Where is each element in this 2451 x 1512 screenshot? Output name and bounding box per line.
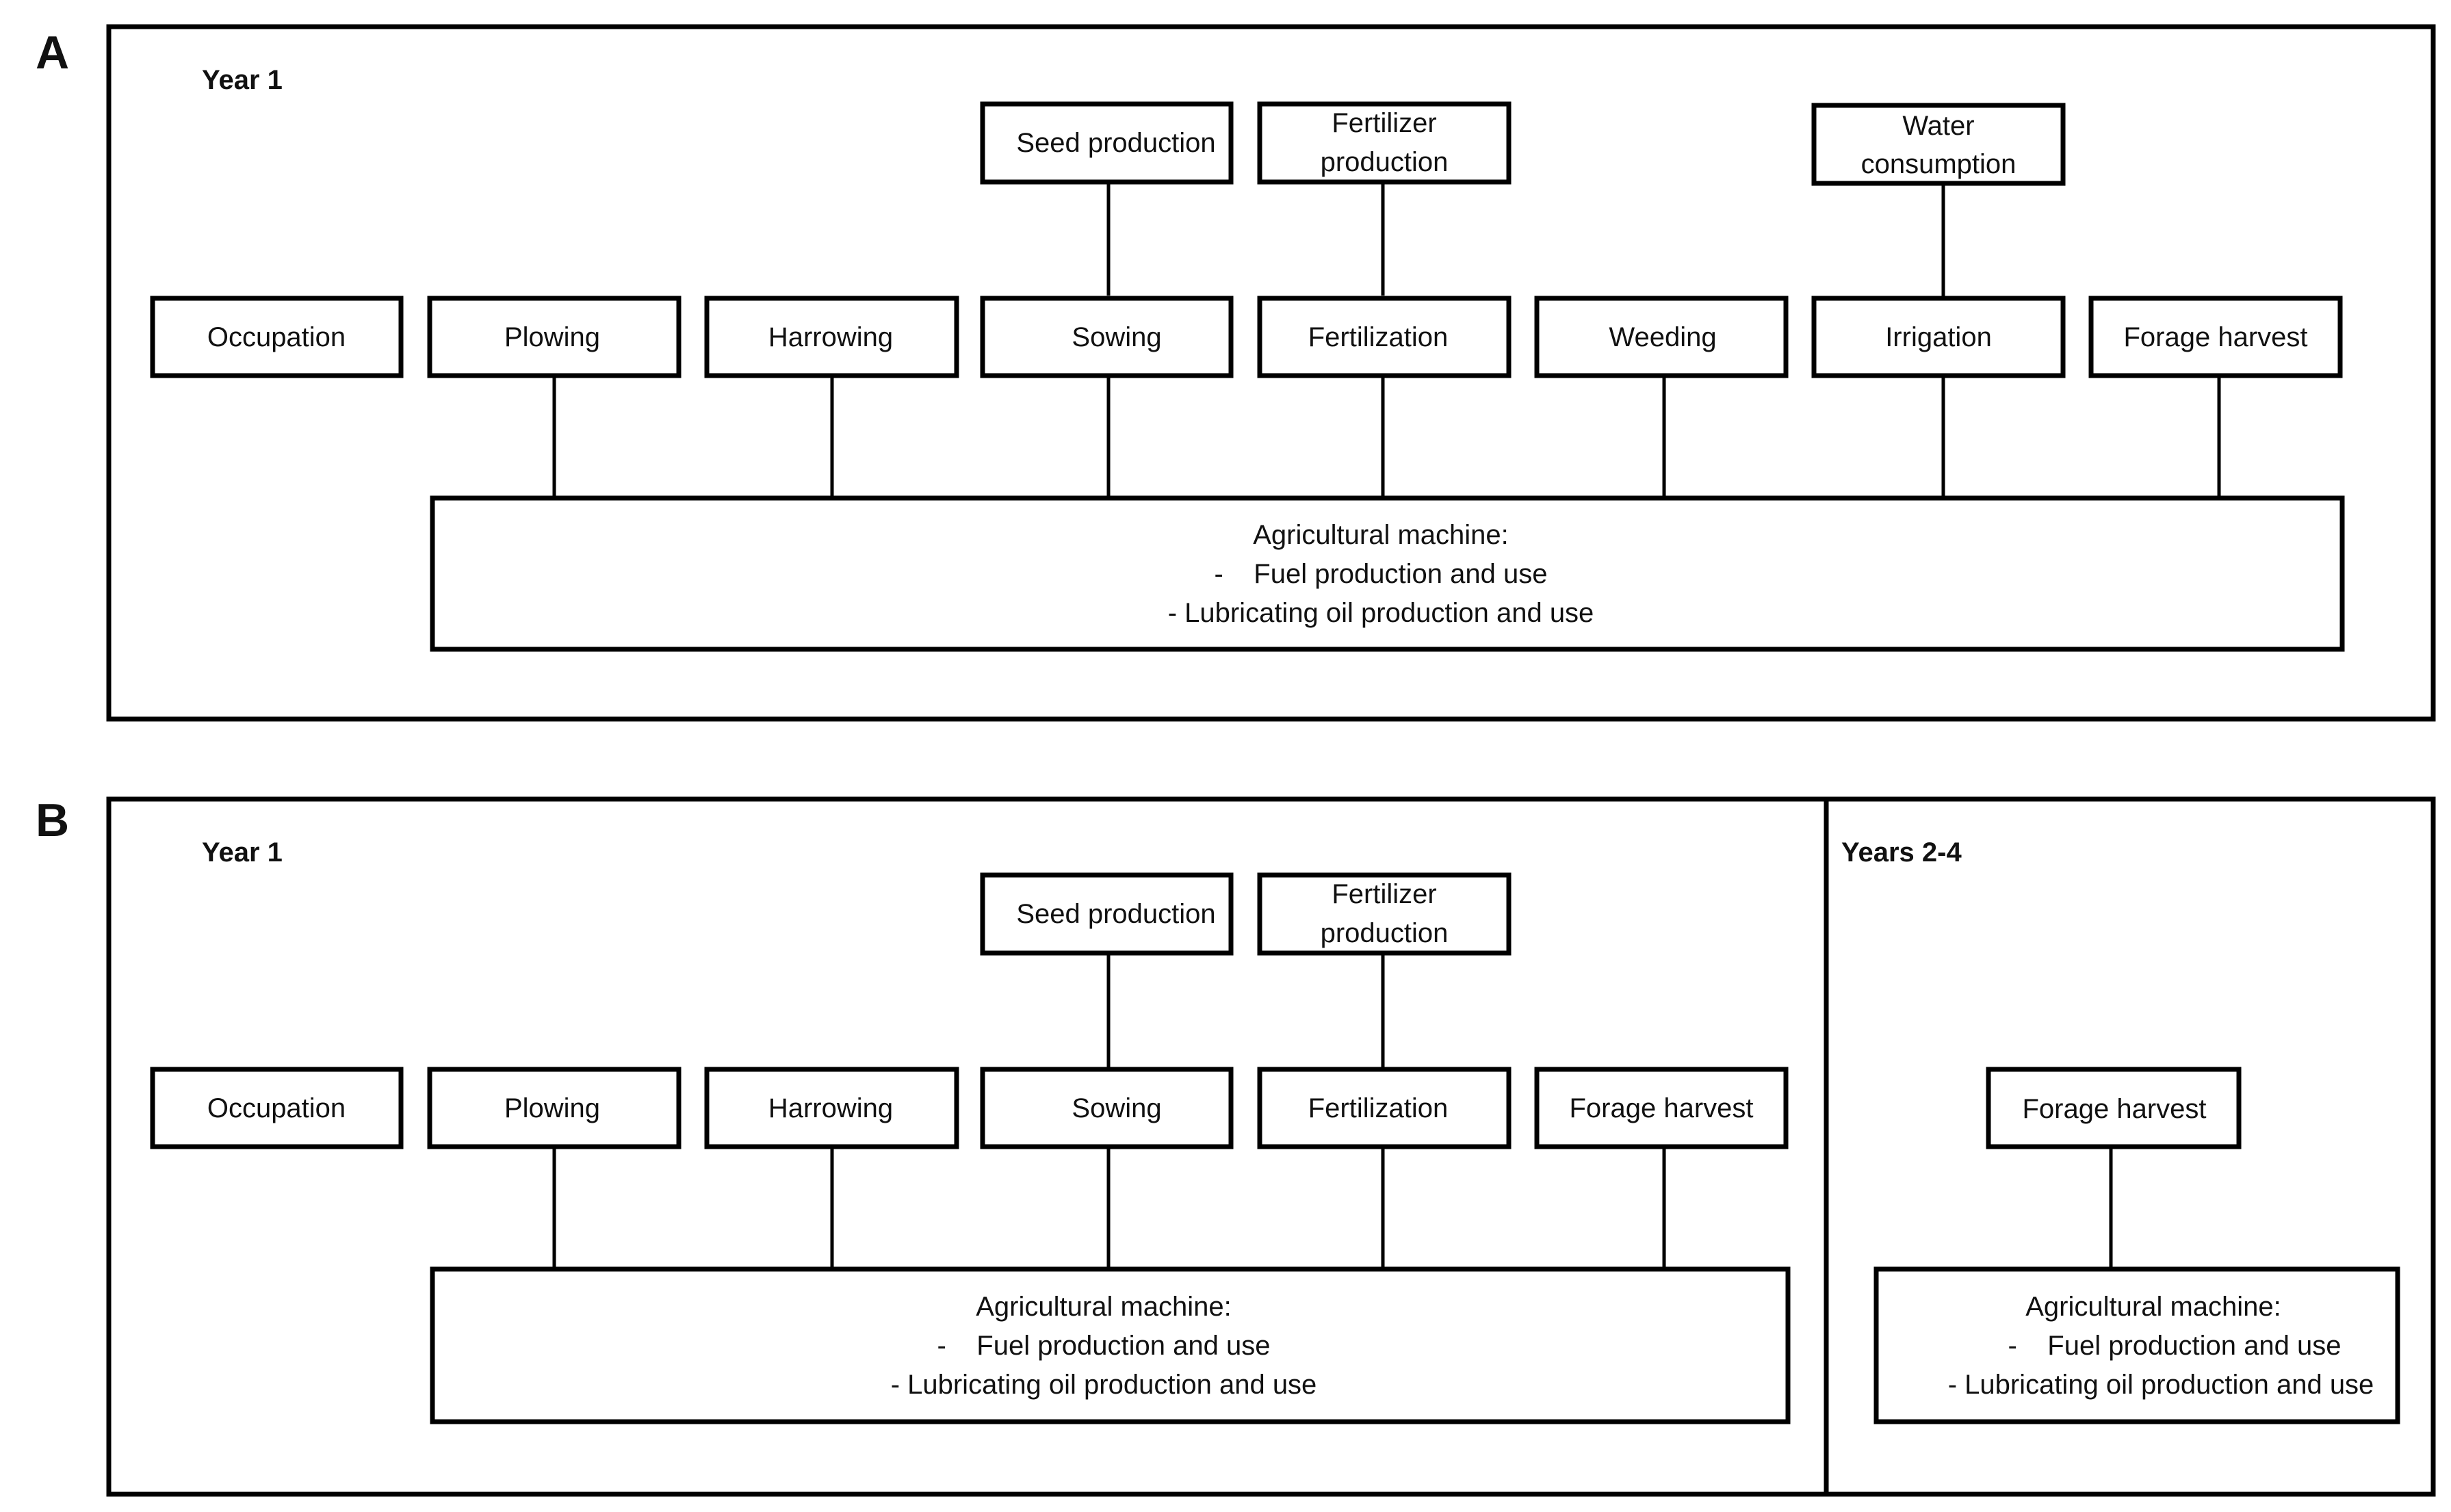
b-machine-line-fuel: - Fuel production and use — [937, 1331, 1271, 1361]
b-step-fertilization-label: Fertilization — [1308, 1093, 1449, 1123]
seed-production-box: Seed production — [980, 101, 1234, 185]
b-seed-production-label: Seed production — [1016, 899, 1215, 929]
panel-b: B Year 1 Years 2-4 Seed production Ferti… — [36, 794, 2436, 1497]
water-consumption-label-line1: Water — [1902, 111, 1974, 141]
b-step-occupation: Occupation — [150, 1067, 404, 1149]
step-fertilization: Fertilization — [1257, 296, 1512, 378]
b-step-fertilization: Fertilization — [1257, 1067, 1512, 1149]
b-step-plowing: Plowing — [427, 1067, 682, 1149]
b-step-forage-harvest: Forage harvest — [1534, 1067, 1789, 1149]
step-sowing: Sowing — [980, 296, 1234, 378]
b-later-forage-harvest-label: Forage harvest — [2022, 1094, 2206, 1124]
machine-line-fuel: - Fuel production and use — [1215, 559, 1548, 589]
b-agricultural-machine-box: Agricultural machine: - Fuel production … — [430, 1266, 1791, 1424]
panel-b-years-later-label: Years 2-4 — [1841, 837, 1962, 868]
b-fertilizer-production-label-line2: production — [1321, 918, 1449, 948]
fertilizer-production-box: Fertilizer production — [1257, 101, 1512, 185]
b-step-harrowing: Harrowing — [704, 1067, 959, 1149]
b-later-machine-line-fuel: - Fuel production and use — [2008, 1331, 2342, 1361]
b-later-machine-title: Agricultural machine: — [2025, 1292, 2281, 1322]
agricultural-machine-box: Agricultural machine: - Fuel production … — [430, 495, 2345, 652]
step-harrowing-label: Harrowing — [768, 322, 893, 352]
step-occupation: Occupation — [150, 296, 404, 378]
b-seed-production-box: Seed production — [980, 872, 1234, 956]
step-harrowing: Harrowing — [704, 296, 959, 378]
step-forage-harvest-label: Forage harvest — [2123, 322, 2307, 352]
panel-b-year-label: Year 1 — [202, 837, 283, 868]
step-occupation-label: Occupation — [207, 322, 346, 352]
b-fertilizer-production-label-line1: Fertilizer — [1332, 879, 1436, 909]
b-machine-line-oil: - Lubricating oil production and use — [891, 1370, 1317, 1400]
b-step-occupation-label: Occupation — [207, 1093, 346, 1123]
water-consumption-box: Water consumption — [1811, 103, 2066, 186]
step-plowing-label: Plowing — [504, 322, 600, 352]
panel-a-frame — [106, 24, 2436, 722]
step-irrigation-label: Irrigation — [1885, 322, 1992, 352]
b-later-machine-line-oil: - Lubricating oil production and use — [1948, 1370, 2374, 1400]
panel-b-letter: B — [36, 794, 69, 846]
b-step-plowing-label: Plowing — [504, 1093, 600, 1123]
panel-a: A Year 1 Seed production Fertilizer prod… — [36, 24, 2436, 722]
b-step-harrowing-label: Harrowing — [768, 1093, 893, 1123]
b-step-sowing-label: Sowing — [1072, 1093, 1161, 1123]
fertilizer-production-label-line1: Fertilizer — [1332, 108, 1436, 138]
step-weeding-label: Weeding — [1609, 322, 1716, 352]
step-forage-harvest: Forage harvest — [2088, 296, 2343, 378]
machine-line-oil: - Lubricating oil production and use — [1168, 598, 1594, 628]
step-fertilization-label: Fertilization — [1308, 322, 1449, 352]
fertilizer-production-label-line2: production — [1321, 147, 1449, 177]
b-step-sowing: Sowing — [980, 1067, 1234, 1149]
panel-a-year-label: Year 1 — [202, 65, 283, 95]
step-plowing: Plowing — [427, 296, 682, 378]
step-sowing-label: Sowing — [1072, 322, 1161, 352]
panel-b-frame — [106, 796, 2436, 1497]
seed-production-label: Seed production — [1016, 128, 1215, 158]
b-fertilizer-production-box: Fertilizer production — [1257, 872, 1512, 956]
step-irrigation: Irrigation — [1811, 296, 2066, 378]
water-consumption-label-line2: consumption — [1861, 149, 2016, 179]
step-weeding: Weeding — [1534, 296, 1789, 378]
b-later-forage-harvest-box: Forage harvest — [1986, 1067, 2242, 1149]
b-machine-title: Agricultural machine: — [976, 1292, 1232, 1322]
b-step-forage-harvest-label: Forage harvest — [1569, 1093, 1753, 1123]
machine-title: Agricultural machine: — [1253, 520, 1509, 550]
b-later-agricultural-machine-box: Agricultural machine: - Fuel production … — [1873, 1266, 2400, 1424]
panel-a-letter: A — [36, 27, 69, 79]
